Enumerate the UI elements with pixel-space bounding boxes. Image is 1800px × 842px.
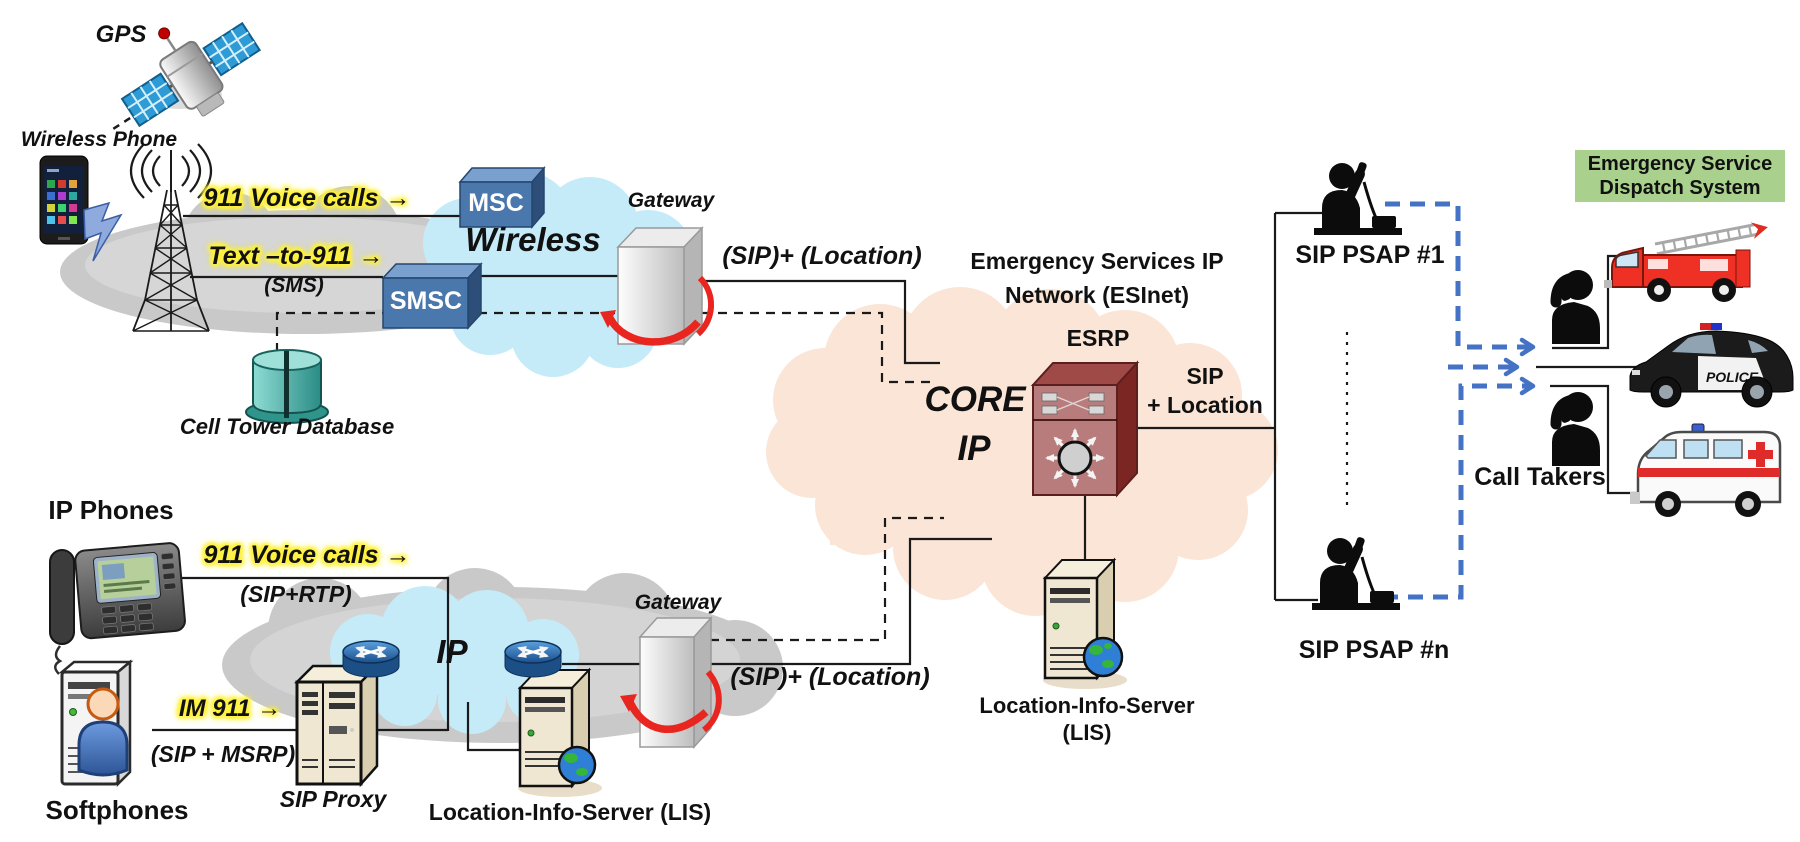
psap1-calltaker-icon xyxy=(1314,162,1402,235)
sip-proxy-icon xyxy=(293,662,381,788)
softphones-icon xyxy=(58,659,134,788)
lis-center-icon xyxy=(1042,557,1127,689)
dispatch-arrows xyxy=(1383,201,1536,600)
psapn-calltaker-icon xyxy=(1312,537,1400,610)
lis-bottom-icon xyxy=(517,667,602,797)
police-car-icon: POLICE xyxy=(1629,323,1794,408)
arrow-psap1-dispatch xyxy=(1385,201,1536,357)
cell-tower-database-icon xyxy=(245,349,329,424)
ambulance-icon xyxy=(1630,423,1782,517)
gateway-top-icon xyxy=(600,226,715,346)
fire-truck-icon xyxy=(1604,222,1768,302)
ip-phone-icon xyxy=(49,542,186,675)
calltaker-upper-icon xyxy=(1550,270,1600,344)
cell-tower-icon xyxy=(130,143,212,332)
radio-link-bolt-icon xyxy=(83,201,123,262)
line-lis2-cloud xyxy=(466,702,527,752)
router-left-icon xyxy=(342,640,400,678)
calltaker-lower-icon xyxy=(1550,392,1600,466)
line-ambulance xyxy=(1550,384,1650,495)
line-gateway2-esinet-dashed xyxy=(710,516,944,642)
connector-lines xyxy=(112,95,1650,752)
gateway-bottom-icon xyxy=(620,616,722,749)
esinet-cloud xyxy=(766,287,1278,616)
dispatch-system-box: Emergency Service Dispatch System xyxy=(1575,150,1785,202)
smsc-box xyxy=(381,262,483,330)
msc-box xyxy=(458,165,546,230)
line-gateway-esinet-solid xyxy=(700,279,940,365)
line-gateway2-esinet-solid xyxy=(710,537,992,666)
arrow-psapn-dispatch xyxy=(1383,376,1536,600)
line-ipphone-voice xyxy=(172,576,450,731)
wireless-phone-icon xyxy=(39,155,89,245)
router-right-icon xyxy=(504,640,562,678)
police-car-label: POLICE xyxy=(1706,369,1759,385)
dispatch-title-line2: Dispatch System xyxy=(1599,177,1761,199)
dispatch-title-line1: Emergency Service xyxy=(1587,153,1773,175)
esrp-switch-icon xyxy=(1030,360,1140,498)
gps-satellite-icon xyxy=(120,21,262,128)
line-dashed-smsc-db-esinet xyxy=(275,311,930,384)
